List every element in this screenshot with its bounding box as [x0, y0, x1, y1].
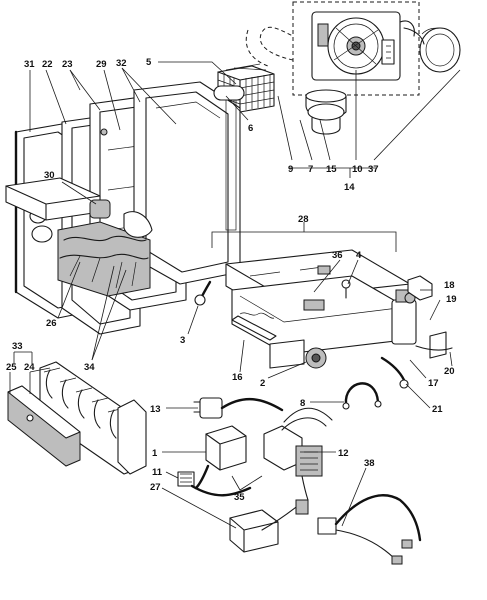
- callout-15: 15: [326, 164, 337, 175]
- callout-7: 7: [308, 164, 313, 175]
- callout-13: 13: [150, 404, 161, 415]
- callout-labels: 31 22 23 29 32 5 6 9 7 15 10 37 14 30 28…: [6, 57, 457, 503]
- callout-25: 25: [6, 362, 17, 373]
- fret-assembly: [7, 361, 147, 475]
- callout-31: 31: [24, 59, 35, 70]
- callout-5: 5: [146, 57, 152, 68]
- callout-22: 22: [42, 59, 53, 70]
- callout-2: 2: [260, 378, 265, 389]
- callout-10: 10: [352, 164, 363, 175]
- callout-12: 12: [338, 448, 349, 459]
- callout-14: 14: [344, 182, 355, 193]
- callout-37: 37: [368, 164, 379, 175]
- callout-20: 20: [444, 366, 455, 377]
- callout-26: 26: [46, 318, 57, 329]
- callout-6: 6: [248, 123, 253, 134]
- callout-32: 32: [116, 58, 127, 69]
- detail-inset: [245, 1, 461, 96]
- callout-28: 28: [298, 214, 309, 225]
- fret-30: [5, 177, 111, 221]
- callout-19: 19: [446, 294, 457, 305]
- callout-8: 8: [300, 398, 305, 409]
- fuel-bed: [29, 208, 153, 297]
- electrical-parts: [177, 382, 422, 565]
- callout-38: 38: [364, 458, 375, 469]
- callout-30: 30: [44, 170, 55, 181]
- callout-18: 18: [444, 280, 455, 291]
- callout-21: 21: [432, 404, 443, 415]
- callout-4: 4: [356, 250, 362, 261]
- callout-16: 16: [232, 372, 243, 383]
- callout-9: 9: [288, 164, 293, 175]
- callout-27: 27: [150, 482, 161, 493]
- callout-17: 17: [428, 378, 439, 389]
- callout-36: 36: [332, 250, 343, 261]
- callout-29: 29: [96, 59, 107, 70]
- callout-3: 3: [180, 335, 185, 346]
- callout-35: 35: [234, 492, 245, 503]
- burner-assembly: [194, 249, 453, 389]
- callout-34: 34: [84, 362, 95, 373]
- callout-1: 1: [152, 448, 158, 459]
- callout-24: 24: [24, 362, 35, 373]
- burner-pot: [305, 89, 347, 135]
- callout-11: 11: [152, 467, 163, 478]
- frame-5-back-panel: [133, 81, 245, 285]
- callout-33: 33: [12, 341, 23, 352]
- callout-23: 23: [62, 59, 73, 70]
- leader-lines: [9, 61, 461, 529]
